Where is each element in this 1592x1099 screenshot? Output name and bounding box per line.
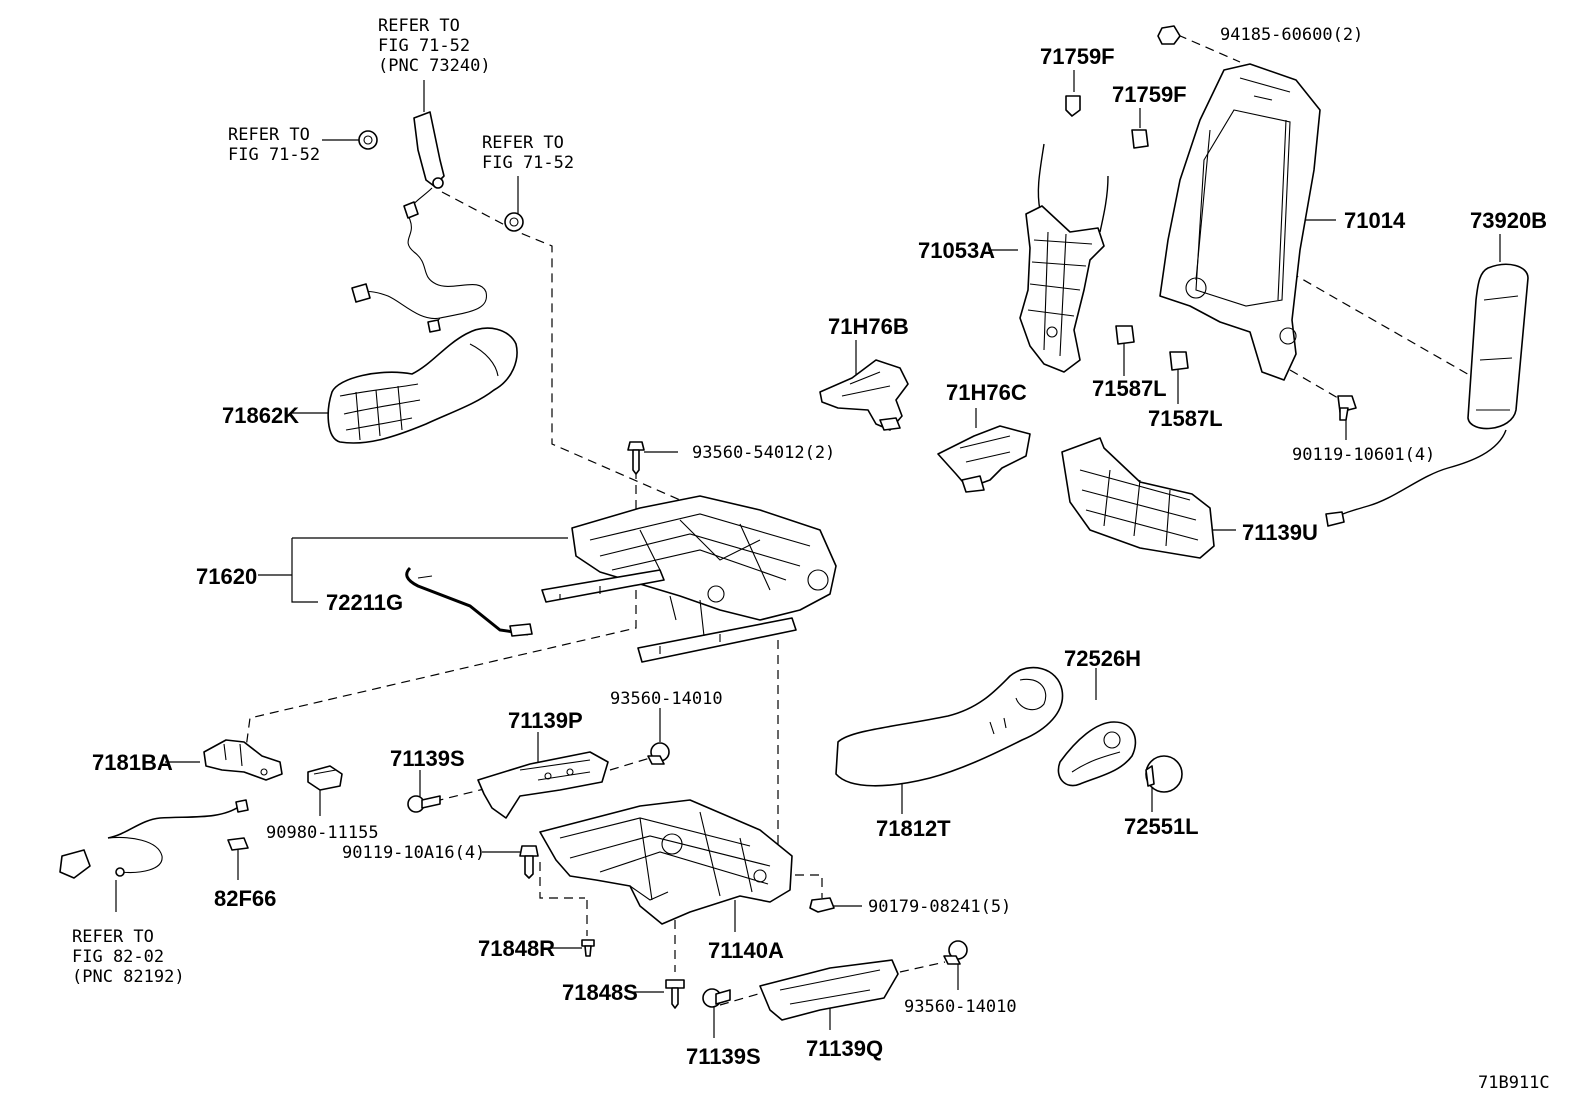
part-number: 71862K — [222, 403, 299, 428]
reference-note: FIG 82-02 — [72, 947, 164, 967]
recliner-handle-part — [1057, 721, 1137, 787]
side-airbag-part — [1325, 263, 1529, 527]
part-number: 71848S — [562, 980, 638, 1005]
recliner-cap-part — [1145, 755, 1183, 793]
part-number: 7181BA — [92, 750, 173, 775]
part-number: 93560-54012(2) — [692, 443, 835, 463]
reference-note: FIG 71-52 — [482, 153, 574, 173]
part-number: 72551L — [1124, 814, 1199, 839]
bolt-icon — [943, 940, 968, 965]
nut-icon — [809, 897, 835, 913]
bolt-icon — [627, 441, 645, 475]
bolt-icon — [407, 795, 441, 813]
connector-part — [307, 765, 343, 791]
part-number: 71139S — [686, 1044, 761, 1069]
reference-note: (PNC 73240) — [378, 56, 491, 76]
part-number: 71139S — [390, 746, 465, 771]
part-number: 71587L — [1148, 406, 1223, 431]
part-number: 90119-10A16(4) — [342, 843, 485, 863]
seatback-frame-part — [1159, 63, 1321, 381]
part-number: 90119-10601(4) — [1292, 445, 1435, 465]
part-number: 71H76B — [828, 314, 909, 339]
part-number: 71620 — [196, 564, 257, 589]
bolt-icon — [647, 742, 670, 765]
part-number: 71140A — [708, 938, 784, 963]
seat-frame-assembly-part — [541, 495, 837, 663]
reference-note: REFER TO — [228, 125, 310, 145]
recliner-bracket-part — [819, 359, 909, 431]
bolt-icon — [702, 988, 731, 1008]
part-number: 71812T — [876, 816, 951, 841]
wire-harness-part — [59, 799, 249, 879]
part-number: 93560-14010 — [904, 997, 1017, 1017]
lower-cover-part — [759, 959, 899, 1021]
part-number: 73920B — [1470, 208, 1547, 233]
part-number: 71H76C — [946, 380, 1027, 405]
part-number: 93560-14010 — [610, 689, 723, 709]
part-number: 90980-11155 — [266, 823, 379, 843]
seatback-spring-part — [1019, 143, 1109, 373]
lower-frame-part — [539, 799, 793, 925]
part-number: 71139P — [508, 708, 583, 733]
part-number: 71139Q — [806, 1036, 883, 1061]
part-number: 71053A — [918, 238, 995, 263]
part-labels: REFER TO FIG 71-52 (PNC 73240) REFER TO … — [72, 16, 1550, 1093]
reference-note: (PNC 82192) — [72, 967, 185, 987]
part-number: 71759F — [1040, 44, 1115, 69]
seat-belt-buckle-part — [351, 111, 488, 333]
part-number: 71139U — [1242, 520, 1318, 545]
part-number: 90179-08241(5) — [868, 897, 1011, 917]
part-number: 72526H — [1064, 646, 1141, 671]
seat-shield-part — [835, 666, 1064, 787]
bolt-icon — [519, 845, 539, 879]
clip-part — [227, 837, 249, 851]
side-bracket-part — [477, 751, 609, 819]
seatback-lower-cover-part — [1061, 437, 1215, 559]
part-number: 94185-60600(2) — [1220, 25, 1363, 45]
part-number: 82F66 — [214, 886, 276, 911]
clip-icon — [1065, 95, 1189, 371]
reference-note: REFER TO — [378, 16, 460, 36]
reference-note: FIG 71-52 — [378, 36, 470, 56]
figure-code: 71B911C — [1478, 1073, 1550, 1093]
part-number: 71014 — [1344, 208, 1406, 233]
seat-cushion-pad-part — [327, 327, 518, 444]
part-number: 71587L — [1092, 376, 1167, 401]
part-number: 72211G — [326, 590, 403, 615]
release-rod-part — [405, 566, 533, 637]
part-number: 71759F — [1112, 82, 1187, 107]
recliner-bracket-part — [937, 425, 1031, 493]
bolt-icon — [1337, 395, 1357, 421]
sensor-bracket-part — [203, 739, 283, 781]
reference-note: REFER TO — [482, 133, 564, 153]
reference-note: FIG 71-52 — [228, 145, 320, 165]
reference-note: REFER TO — [72, 927, 154, 947]
nut-icon — [1157, 25, 1181, 45]
part-number: 71848R — [478, 936, 555, 961]
screw-icon — [581, 939, 685, 1009]
washer-icon — [358, 130, 524, 232]
